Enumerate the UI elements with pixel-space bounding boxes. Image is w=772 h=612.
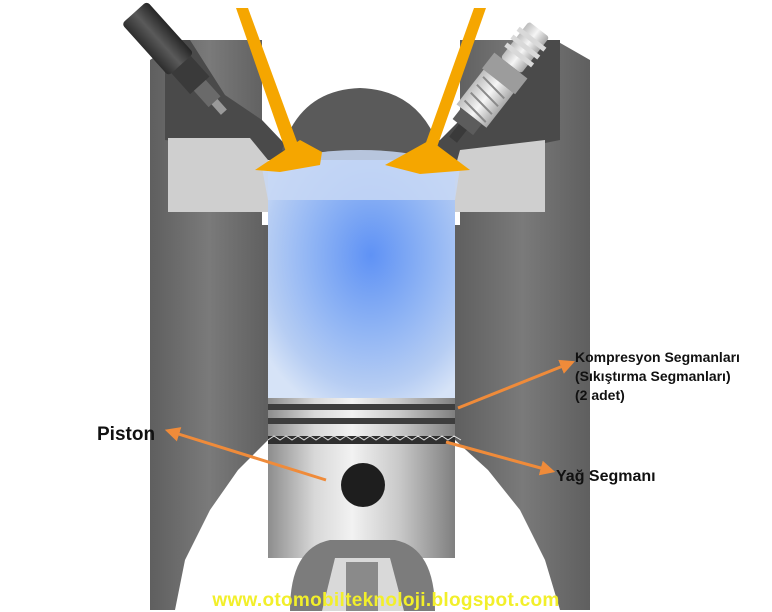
head-gasket-right: [455, 140, 545, 212]
piston-pin: [341, 463, 385, 507]
annotation-arrows: [164, 359, 575, 482]
intake-valve: [236, 8, 322, 172]
spark-plug-icon: [449, 22, 549, 143]
fuel-injector-icon: [123, 2, 227, 115]
piston-label: Piston: [97, 424, 156, 445]
head-gasket-left: [168, 138, 268, 212]
compression-ring-2: [268, 418, 455, 424]
oil-ring-label: Yağ Segmanı: [556, 468, 656, 485]
arrow-piston: [164, 427, 327, 482]
compression-rings-label-line1: Kompresyon Segmanları: [575, 349, 740, 365]
arrow-compression-rings: [457, 359, 575, 410]
arrow-oil-ring: [445, 440, 556, 476]
compression-rings-label: Kompresyon Segmanları (Sıkıştırma Segman…: [575, 348, 740, 405]
compression-rings-label-line2: (Sıkıştırma Segmanları): [575, 368, 731, 384]
compression-rings-label-line3: (2 adet): [575, 387, 625, 403]
footer-url: www.otomobilteknoloji.blogspot.com: [212, 590, 560, 611]
combustion-chamber-roof: [282, 88, 440, 168]
compression-ring-1: [268, 404, 455, 410]
oil-ring: [268, 436, 455, 444]
cylinder-head: [165, 40, 560, 178]
exhaust-valve: [385, 8, 486, 174]
piston: [267, 398, 462, 611]
oil-ring-pattern: [267, 435, 462, 441]
